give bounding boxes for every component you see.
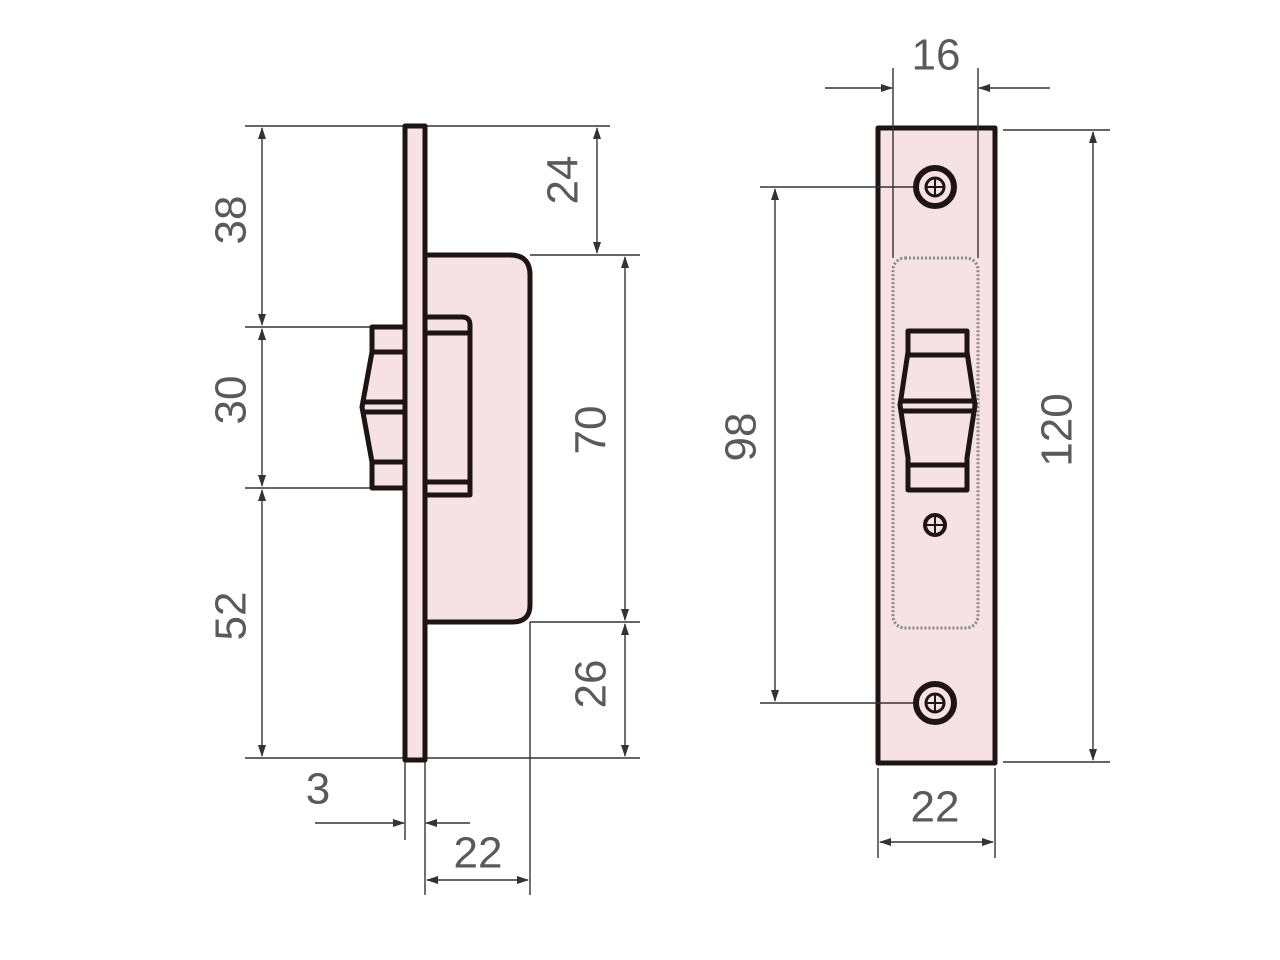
dim-22-side: 22 bbox=[454, 829, 503, 878]
center-screw-icon bbox=[923, 513, 947, 537]
dim-3: 3 bbox=[306, 765, 330, 814]
dim-26: 26 bbox=[567, 660, 616, 709]
dim-16: 16 bbox=[912, 31, 961, 80]
side-extension-lines bbox=[245, 125, 640, 895]
bottom-screw-icon bbox=[913, 681, 957, 725]
dim-30: 30 bbox=[207, 376, 256, 425]
inner-bolt-housing bbox=[422, 314, 473, 498]
side-view: 38 30 52 24 70 26 3 22 bbox=[207, 123, 640, 895]
dim-70: 70 bbox=[567, 406, 616, 455]
front-dimension-arrows bbox=[771, 84, 1097, 846]
dim-120: 120 bbox=[1033, 393, 1082, 466]
face-plate bbox=[402, 123, 428, 763]
dim-24: 24 bbox=[539, 156, 588, 205]
side-dimension-arrows bbox=[258, 127, 629, 884]
front-extension-lines bbox=[760, 68, 1110, 858]
dim-38: 38 bbox=[207, 196, 256, 245]
dim-98: 98 bbox=[717, 413, 766, 462]
dim-22-front: 22 bbox=[911, 783, 960, 832]
top-screw-icon bbox=[913, 165, 957, 209]
dotted-recess bbox=[891, 256, 980, 630]
front-view: 16 22 98 120 bbox=[717, 31, 1110, 858]
dim-52: 52 bbox=[207, 592, 256, 641]
